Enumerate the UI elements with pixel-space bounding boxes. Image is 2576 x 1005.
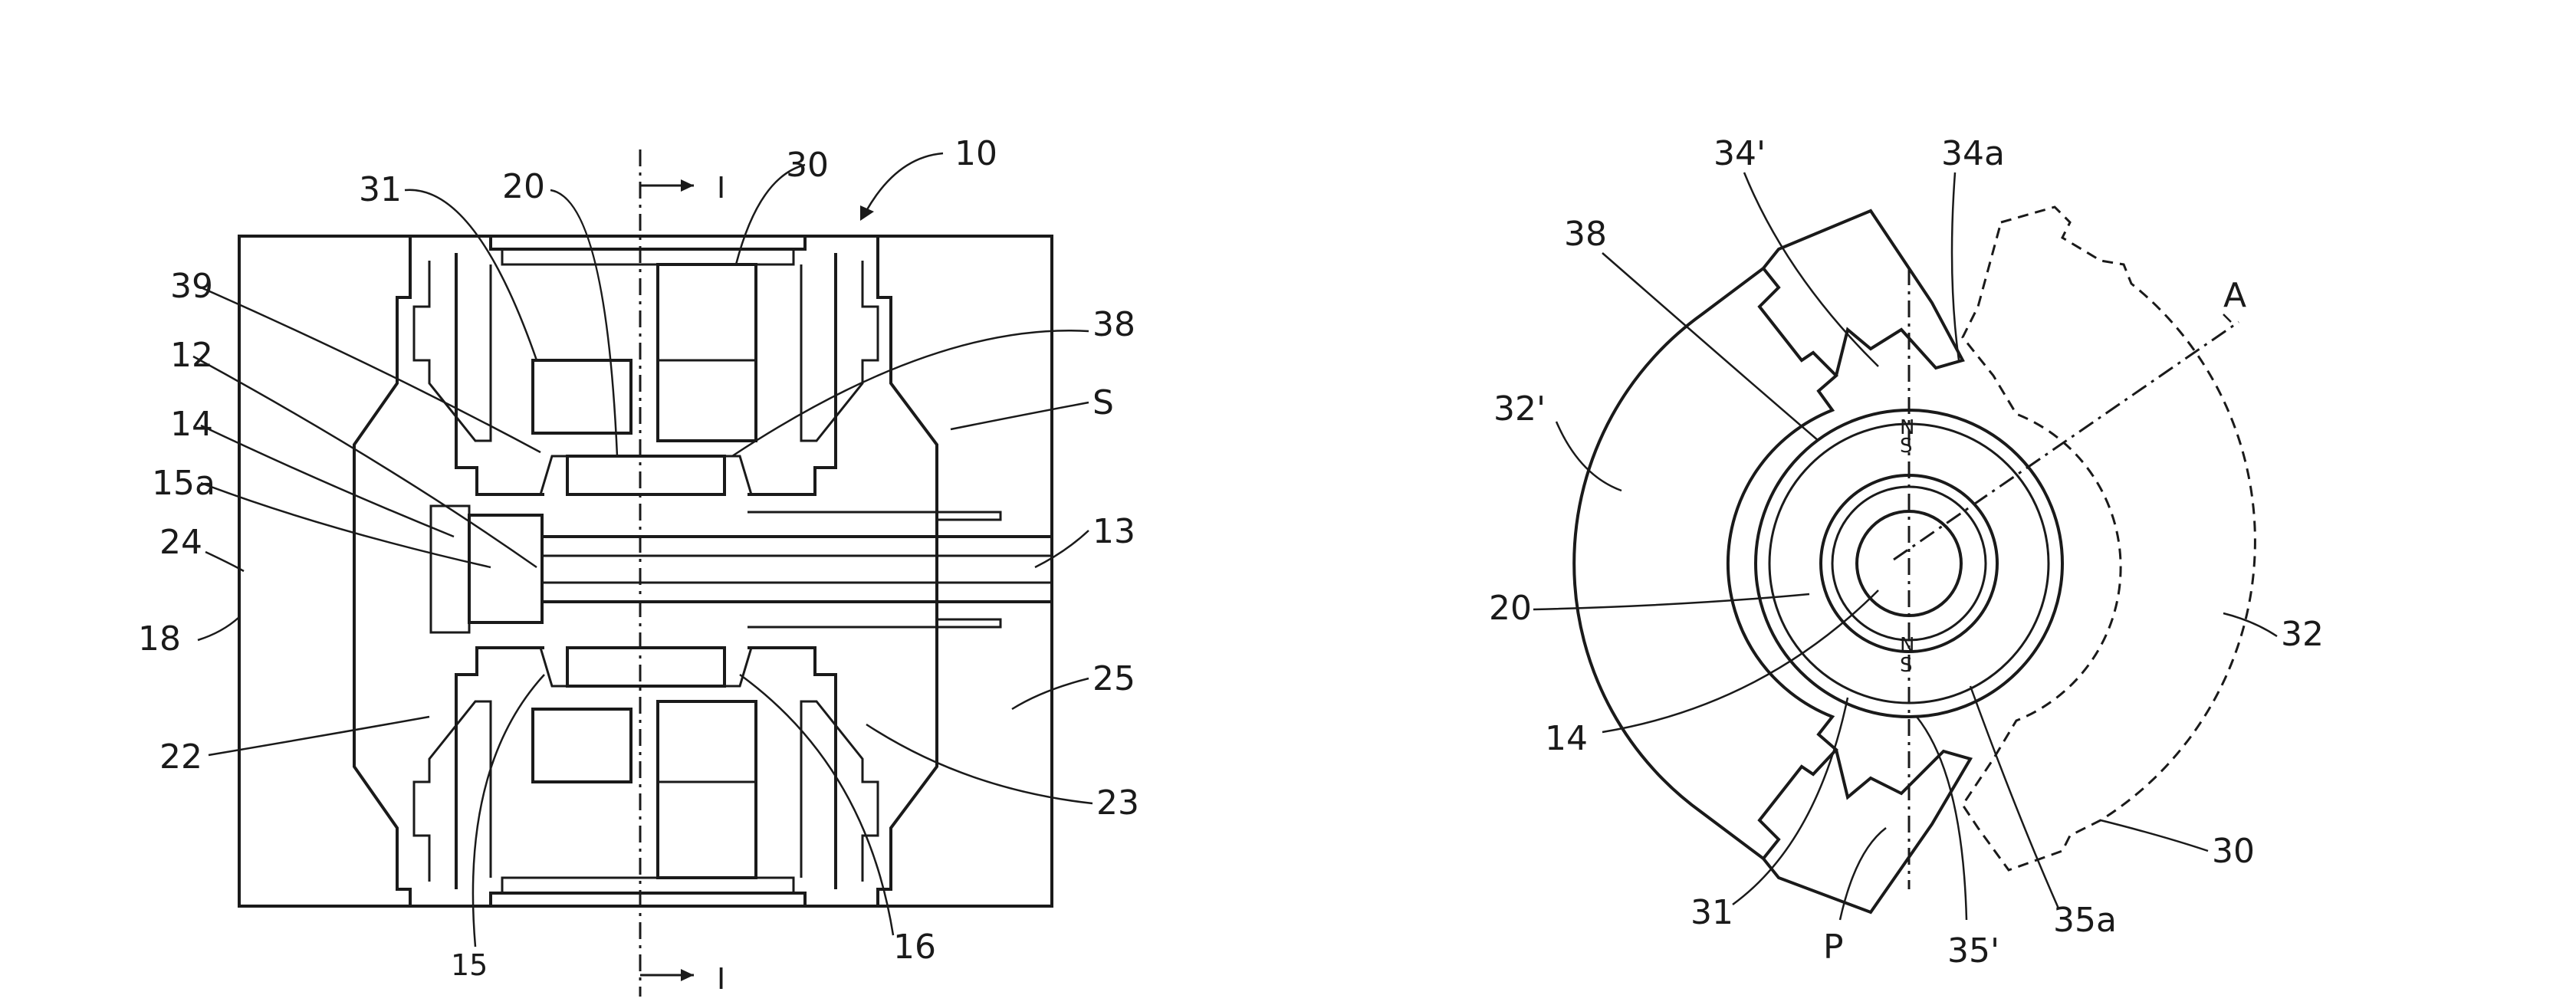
shaft-sleeve-bottom <box>748 619 1001 627</box>
leader-35p <box>1917 717 1967 920</box>
label-39: 39 <box>170 267 213 306</box>
left-seal-bottom <box>414 701 491 882</box>
pole-s-bottom: S <box>1900 654 1913 677</box>
left-chamber-wall <box>354 236 410 906</box>
right-seal-top <box>801 261 878 441</box>
leader-10 <box>866 153 943 211</box>
label-30: 30 <box>786 146 829 185</box>
left-seal-top <box>414 261 491 441</box>
magnet-top <box>567 456 724 494</box>
label-20: 20 <box>502 167 545 206</box>
pole-piece-bottom <box>540 648 751 686</box>
label-24: 24 <box>159 523 202 562</box>
rotor-hub <box>469 515 542 622</box>
leader-35a <box>1970 686 2058 908</box>
label-15a: 15a <box>152 464 215 503</box>
stator-dashed-32 <box>1963 207 2255 870</box>
stator-top-frame <box>491 236 805 249</box>
label-A: A <box>2223 276 2246 315</box>
label-13: 13 <box>1092 512 1135 551</box>
leader-15a <box>201 483 491 567</box>
label-16: 16 <box>893 928 936 967</box>
leader-P <box>1840 828 1886 920</box>
leader-31 <box>405 190 537 360</box>
label-P: P <box>1823 928 1844 967</box>
leader-34a <box>1952 172 1959 360</box>
label-S: S <box>1092 383 1114 422</box>
section-arrowhead-top <box>681 179 694 192</box>
label-32p: 32' <box>1493 389 1546 429</box>
right-seal-bottom <box>801 701 878 882</box>
leader-38 <box>732 330 1089 456</box>
pole-s-top: S <box>1900 435 1913 458</box>
section-arrowhead-bottom <box>681 969 694 981</box>
label-14-right: 14 <box>1545 719 1588 758</box>
label-section-bottom: I <box>717 962 725 996</box>
label-35a: 35a <box>2053 901 2117 940</box>
label-23: 23 <box>1096 783 1139 823</box>
leader-16 <box>740 675 893 935</box>
label-10: 10 <box>955 134 997 173</box>
label-15: 15 <box>451 948 488 982</box>
label-32: 32 <box>2281 615 2324 654</box>
leader-38-right <box>1602 253 1819 441</box>
leader-32p <box>1556 422 1622 491</box>
outer-housing <box>239 236 1052 906</box>
label-12: 12 <box>170 336 213 375</box>
coil-30-top <box>658 264 756 441</box>
left-flange-bottom <box>456 648 544 889</box>
stator-core-31-bottom <box>533 709 631 782</box>
label-34a: 34a <box>1941 134 2005 173</box>
leader-A <box>2223 314 2231 322</box>
label-section-top: I <box>717 171 725 205</box>
pole-piece-top <box>540 456 751 494</box>
label-35p: 35' <box>1947 931 1999 971</box>
coil-30-bottom <box>658 701 756 878</box>
label-31-right: 31 <box>1691 893 1733 932</box>
hub-flange <box>431 506 469 632</box>
leader-31-right <box>1733 698 1848 905</box>
label-38-right: 38 <box>1564 215 1607 254</box>
right-flange-bottom <box>748 648 836 889</box>
cross-section-figure: N S N S 34' 34a 38 A 32' 20 32 14 30 31 … <box>1489 134 2324 971</box>
label-34p: 34' <box>1714 134 1766 173</box>
stator-solid-32p <box>1574 268 1836 859</box>
label-18: 18 <box>138 619 181 659</box>
leader-32 <box>2223 613 2277 636</box>
label-25: 25 <box>1092 659 1135 698</box>
leader-S <box>951 402 1089 429</box>
right-flange-top <box>748 253 836 494</box>
leader-18 <box>198 617 239 640</box>
stator-top-inner <box>502 249 794 264</box>
leader-30-right <box>2101 820 2208 851</box>
left-flange-top <box>456 253 544 494</box>
magnet-bottom <box>567 648 724 686</box>
leader-22 <box>209 717 429 755</box>
label-20-right: 20 <box>1489 589 1532 628</box>
label-22: 22 <box>159 737 202 777</box>
right-chamber-wall <box>878 236 937 906</box>
label-31: 31 <box>359 170 402 209</box>
shaft-sleeve-top <box>748 512 1001 520</box>
axis-A-line <box>1894 322 2239 560</box>
stator-bottom-inner <box>502 878 794 893</box>
label-14: 14 <box>170 405 213 444</box>
label-30-right: 30 <box>2212 832 2255 871</box>
sectional-view-figure: 31 20 I 30 10 39 12 14 15a 24 18 22 38 S… <box>138 134 1139 997</box>
leader-20 <box>550 190 617 456</box>
stator-bottom-frame <box>491 893 805 906</box>
leader-23 <box>866 724 1092 803</box>
label-38: 38 <box>1092 305 1135 344</box>
